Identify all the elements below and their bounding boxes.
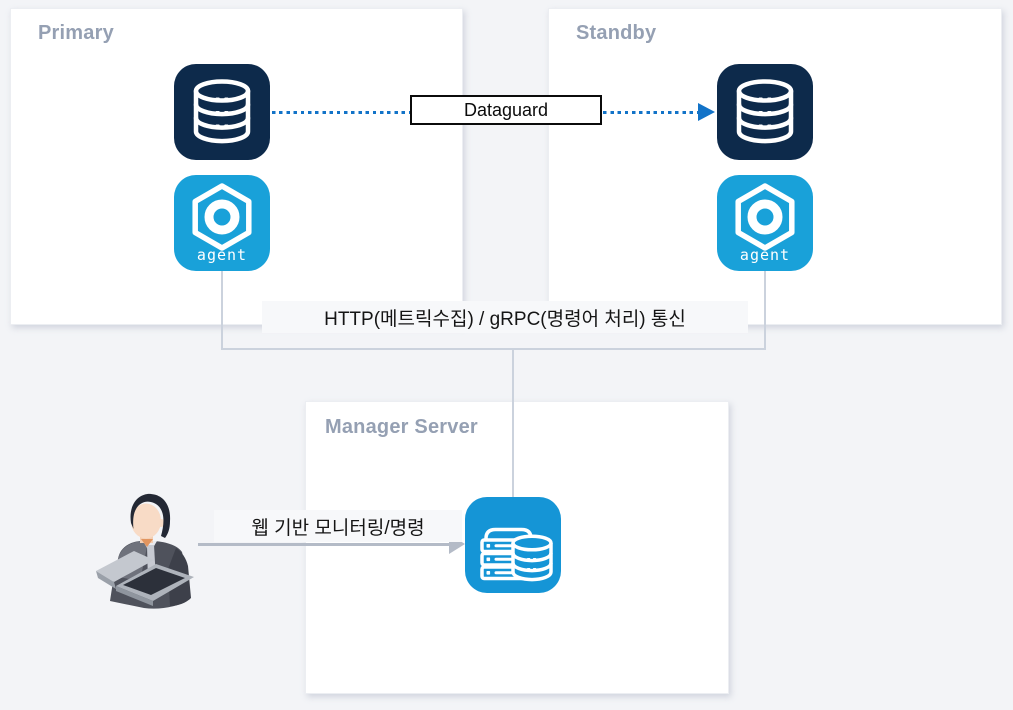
dataguard-arrowhead-icon xyxy=(698,103,715,121)
dataguard-label: Dataguard xyxy=(410,95,602,125)
primary-database-icon xyxy=(174,64,270,160)
manager-connector-line xyxy=(512,350,514,498)
agent-hexagon-icon xyxy=(735,183,795,251)
web-command-label: 웹 기반 모니터링/명령 xyxy=(214,510,462,542)
standby-agent-connector-line xyxy=(764,271,766,349)
standby-database-icon xyxy=(717,64,813,160)
web-command-arrow-line xyxy=(198,543,451,546)
standby-group-title: Standby xyxy=(576,22,657,44)
primary-agent-connector-line xyxy=(221,271,223,349)
agent-hexagon-icon xyxy=(192,183,252,251)
agents-horizontal-connector-line xyxy=(221,348,766,350)
primary-group-title: Primary xyxy=(38,22,114,44)
database-icon xyxy=(736,79,794,144)
agent-communication-label: HTTP(메트릭수집) / gRPC(명령어 처리) 통신 xyxy=(262,301,748,333)
agent-label: agent xyxy=(196,246,248,264)
standby-agent-icon: agent xyxy=(717,175,813,271)
database-icon xyxy=(193,79,251,144)
standby-group-panel xyxy=(548,8,1002,325)
server-database-icon xyxy=(480,527,553,582)
primary-agent-icon: agent xyxy=(174,175,270,271)
manager-server-icon xyxy=(465,497,561,593)
agent-label: agent xyxy=(739,246,791,264)
person-laptop-icon xyxy=(90,487,210,619)
manager-group-title: Manager Server xyxy=(325,416,478,438)
primary-group-panel xyxy=(10,8,463,325)
